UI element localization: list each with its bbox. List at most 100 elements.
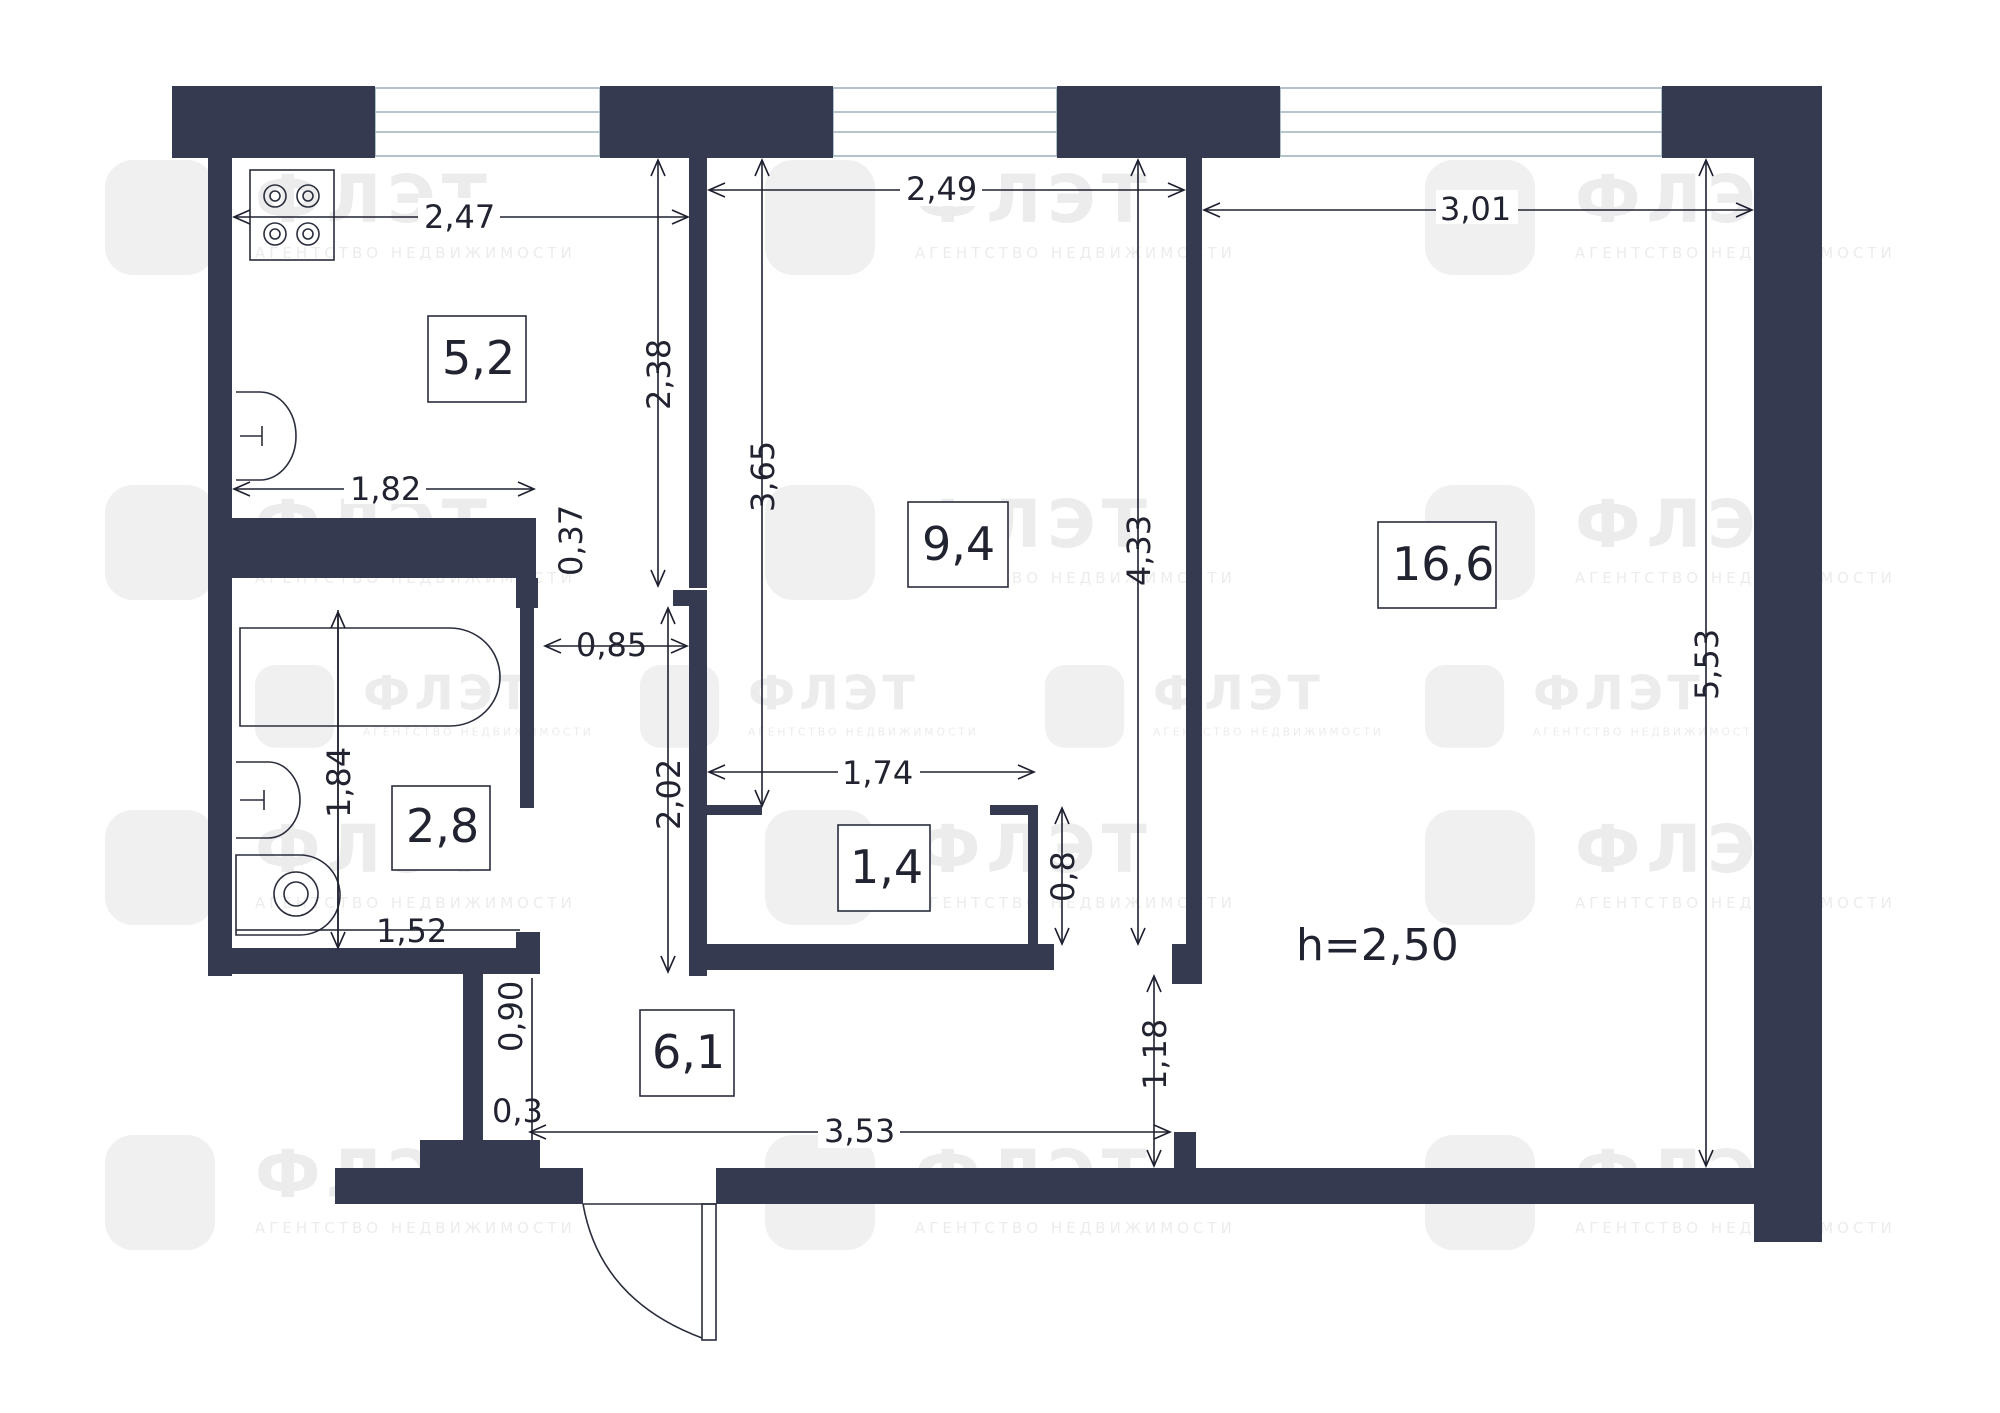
room-kitchen[interactable]: 5,2 <box>427 315 527 403</box>
wall <box>1174 1132 1196 1172</box>
room-area-label: 2,8 <box>406 799 479 853</box>
entrance-door[interactable] <box>582 1203 717 1341</box>
dim-middle-depth-b: 4,33 <box>1120 515 1158 586</box>
watermark: ФЛЭТ АГЕНТСТВО НЕДВИЖИМОСТИ <box>255 665 594 748</box>
wall <box>990 805 1036 815</box>
watermark-logo-icon <box>255 665 335 748</box>
wall <box>1172 944 1202 984</box>
watermark-tagline: АГЕНТСТВО НЕДВИЖИМОСТИ <box>255 1219 576 1237</box>
watermark: ФЛЭТ АГЕНТСТВО НЕДВИЖИМОСТИ <box>1425 810 1896 925</box>
dim-large-width: 3,01 <box>1440 190 1511 228</box>
wall <box>706 805 762 815</box>
dim-closet-depth: 0,8 <box>1044 851 1082 902</box>
wall <box>420 1140 540 1172</box>
watermark: ФЛЭТ АГЕНТСТВО НЕДВИЖИМОСТИ <box>765 810 1236 925</box>
window <box>832 87 1058 157</box>
watermark-tagline: АГЕНТСТВО НЕДВИЖИМОСТИ <box>1575 569 1896 587</box>
dim-bath-width: 1,52 <box>376 912 447 950</box>
wall <box>463 960 483 1145</box>
window <box>374 87 601 157</box>
bathroom-sink-icon <box>236 761 301 839</box>
dim-closet-width: 1,74 <box>842 754 913 792</box>
watermark: ФЛЭТ АГЕНТСТВО НЕДВИЖИМОСТИ <box>765 160 1236 275</box>
dim-large-depth: 5,53 <box>1688 629 1726 700</box>
watermark-layer: ФЛЭТ АГЕНТСТВО НЕДВИЖИМОСТИ ФЛЭТ АГЕНТСТ… <box>105 160 1896 1250</box>
stove-icon <box>249 169 335 261</box>
wall <box>1028 805 1038 965</box>
dim-partition: 0,37 <box>552 505 590 576</box>
wall <box>208 518 536 578</box>
watermark-tagline: АГЕНТСТВО НЕДВИЖИМОСТИ <box>1575 244 1896 262</box>
room-closet[interactable]: 1,4 <box>837 824 931 912</box>
watermark-logo-icon <box>105 485 215 600</box>
room-area-label: 9,4 <box>922 517 995 571</box>
watermark-brand: ФЛЭТ <box>748 667 919 722</box>
wall <box>689 150 707 588</box>
room-area-label: 1,4 <box>850 840 923 894</box>
watermark: ФЛЭТ АГЕНТСТВО НЕДВИЖИМОСТИ <box>1045 665 1384 748</box>
watermark-tagline: АГЕНТСТВО НЕДВИЖИМОСТИ <box>363 726 594 739</box>
watermark-tagline: АГЕНТСТВО НЕДВИЖИМОСТИ <box>915 894 1236 912</box>
wall <box>172 86 375 158</box>
watermark-tagline: АГЕНТСТВО НЕДВИЖИМОСТИ <box>915 244 1236 262</box>
wall <box>520 578 534 808</box>
wall <box>689 944 1054 970</box>
watermark-logo-icon <box>105 160 215 275</box>
watermark-logo-icon <box>105 810 215 925</box>
dim-kitchen-inner: 1,82 <box>350 470 421 508</box>
wall <box>208 948 540 974</box>
watermark-logo-icon <box>640 665 720 748</box>
wall <box>1754 150 1822 1242</box>
room-large[interactable]: 16,6 <box>1377 521 1497 609</box>
dim-middle-depth-a: 3,65 <box>744 441 782 512</box>
wall <box>1662 86 1822 158</box>
watermark-tagline: АГЕНТСТВО НЕДВИЖИМОСТИ <box>915 1219 1236 1237</box>
watermark-logo-icon <box>1425 810 1535 925</box>
kitchen-sink-icon <box>236 391 297 481</box>
dim-bath-depth: 1,84 <box>320 747 358 818</box>
room-bathroom[interactable]: 2,8 <box>391 785 491 871</box>
ceiling-height-label: h=2,50 <box>1296 920 1459 971</box>
room-area-label: 16,6 <box>1392 537 1494 591</box>
dim-hall-jamb: 0,3 <box>492 1092 543 1130</box>
watermark-tagline: АГЕНТСТВО НЕДВИЖИМОСТИ <box>1575 894 1896 912</box>
room-middle[interactable]: 9,4 <box>907 501 1009 588</box>
watermark-tagline: АГЕНТСТВО НЕДВИЖИМОСТИ <box>1153 726 1384 739</box>
wall <box>689 598 707 976</box>
watermark-brand: ФЛЭТ <box>363 667 534 722</box>
watermark-logo-icon <box>1425 665 1505 748</box>
watermark: ФЛЭТ АГЕНТСТВО НЕДВИЖИМОСТИ <box>105 810 576 925</box>
dim-middle-width: 2,49 <box>906 170 977 208</box>
wall <box>1186 150 1202 984</box>
windows <box>374 87 1663 157</box>
watermark-logo-icon <box>105 1135 215 1250</box>
dimension-lines <box>232 158 1754 1168</box>
watermark: ФЛЭТ АГЕНТСТВО НЕДВИЖИМОСТИ <box>1425 665 1764 748</box>
watermark-tagline: АГЕНТСТВО НЕДВИЖИМОСТИ <box>255 894 576 912</box>
watermark-logo-icon <box>1045 665 1125 748</box>
washing-machine-icon <box>235 854 341 936</box>
walls <box>172 86 1822 1242</box>
dimension-labels: 2,47 1,82 2,38 0,37 0,85 1,84 1,52 0,90 … <box>320 170 1726 1150</box>
dim-hall-door: 0,90 <box>492 981 530 1052</box>
wall <box>335 1168 583 1204</box>
watermark-brand: ФЛЭТ <box>1153 667 1324 722</box>
dim-closet-side: 2,02 <box>650 759 688 830</box>
wall <box>1057 86 1280 158</box>
watermark-brand: ФЛЭТ <box>1533 667 1704 722</box>
dim-door-bath: 0,85 <box>576 626 647 664</box>
dim-kitchen-depth: 2,38 <box>640 339 678 410</box>
wall <box>716 1168 1772 1204</box>
watermark-tagline: АГЕНТСТВО НЕДВИЖИМОСТИ <box>748 726 979 739</box>
dim-hall-length: 3,53 <box>824 1112 895 1150</box>
dim-hall-depth: 1,18 <box>1136 1019 1174 1090</box>
room-area-label: 6,1 <box>652 1025 725 1079</box>
room-hallway[interactable]: 6,1 <box>639 1009 735 1097</box>
watermark-tagline: АГЕНТСТВО НЕДВИЖИМОСТИ <box>1575 1219 1896 1237</box>
window <box>1279 87 1663 157</box>
watermark-tagline: АГЕНТСТВО НЕДВИЖИМОСТИ <box>1533 726 1764 739</box>
dim-kitchen-width: 2,47 <box>424 198 495 236</box>
wall <box>600 86 833 158</box>
watermark-logo-icon <box>765 485 875 600</box>
